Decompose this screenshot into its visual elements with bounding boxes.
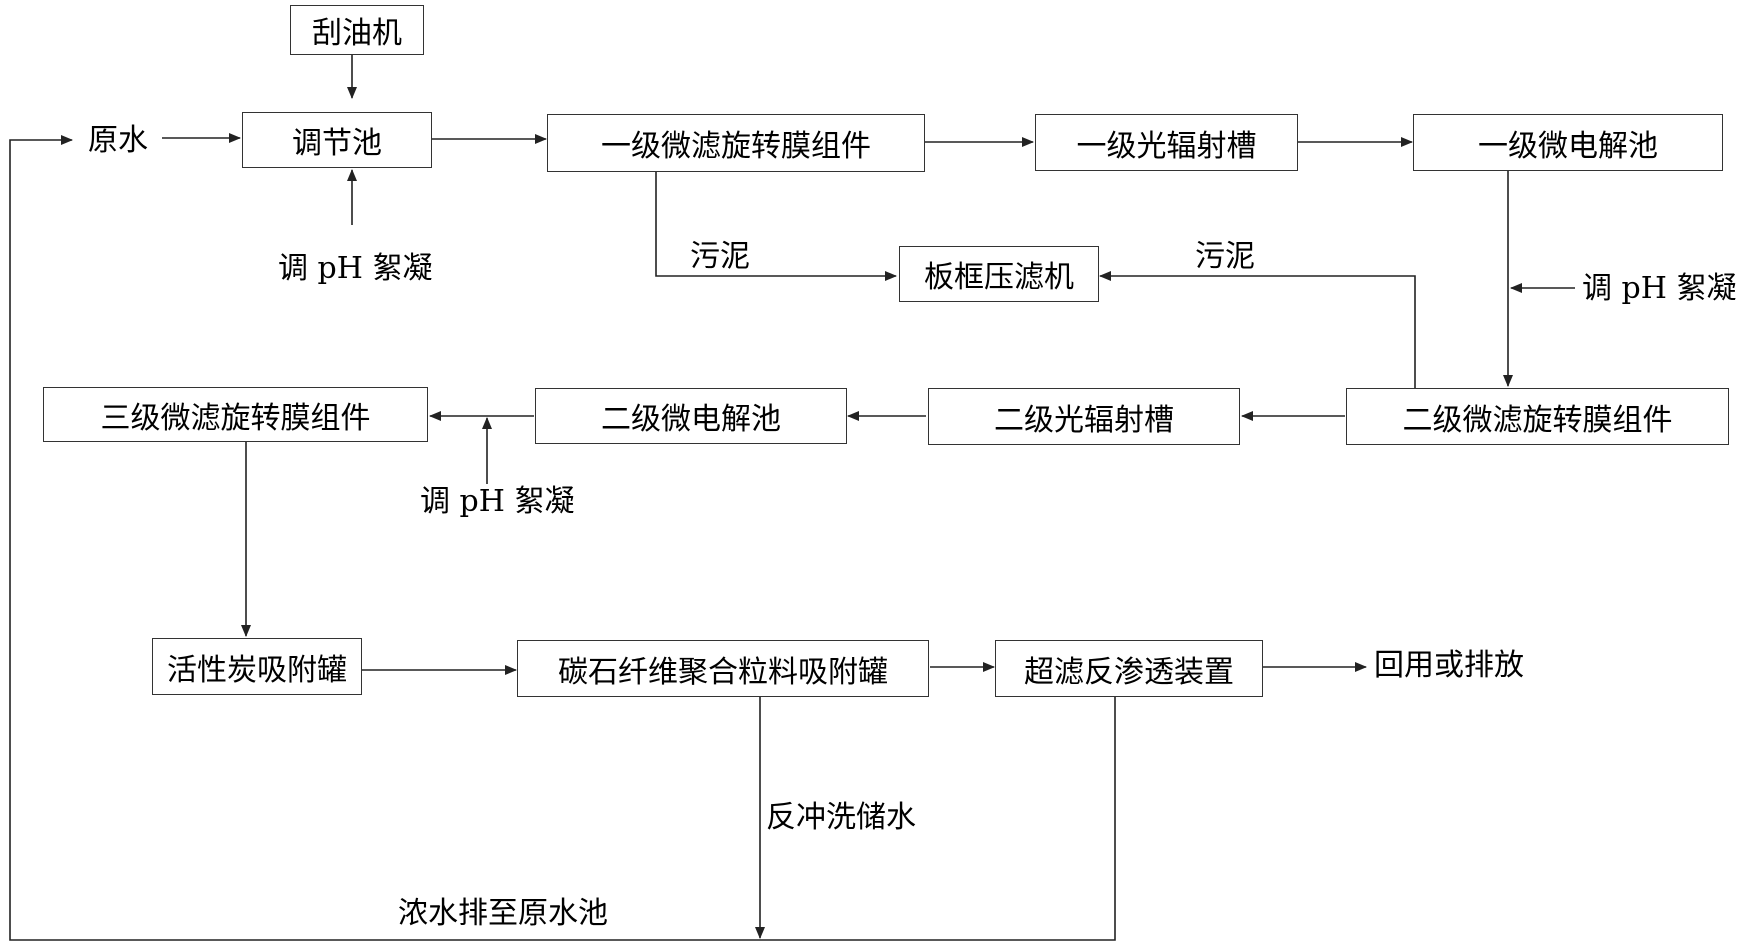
micro3-label: 三级微滤旋转膜组件 bbox=[100, 400, 371, 436]
micro2-label: 二级微滤旋转膜组件 bbox=[1402, 402, 1673, 438]
uf-ro-label: 超滤反渗透装置 bbox=[1024, 654, 1234, 690]
electro2-label: 二级微电解池 bbox=[601, 402, 781, 437]
photo1-box: 一级光辐射槽 bbox=[1035, 114, 1298, 171]
raw-water-label: 原水 bbox=[88, 123, 148, 158]
arrow-sludge-micro2-to-press bbox=[1099, 271, 1416, 388]
photo2-box: 二级光辐射槽 bbox=[928, 388, 1240, 445]
photo1-label: 一级光辐射槽 bbox=[1076, 128, 1257, 164]
reuse-label: 回用或排放 bbox=[1374, 648, 1524, 683]
micro3-box: 三级微滤旋转膜组件 bbox=[43, 387, 428, 442]
micro1-label: 一级微滤旋转膜组件 bbox=[601, 129, 871, 164]
filter-press-box: 板框压滤机 bbox=[899, 246, 1099, 302]
carbon-stone-label: 碳石纤维聚合粒料吸附罐 bbox=[558, 654, 888, 690]
regulating-tank-label: 调节池 bbox=[292, 126, 382, 161]
activated-carbon-label: 活性炭吸附罐 bbox=[167, 652, 347, 688]
filter-press-label: 板框压滤机 bbox=[924, 260, 1074, 295]
electro2-box: 二级微电解池 bbox=[535, 388, 847, 444]
arrow-concentrate-return bbox=[9, 135, 1116, 941]
electro1-label: 一级微电解池 bbox=[1478, 128, 1658, 164]
photo2-label: 二级光辐射槽 bbox=[994, 402, 1174, 438]
sludge-label-left: 污泥 bbox=[690, 239, 750, 274]
sludge-label-right: 污泥 bbox=[1195, 239, 1255, 274]
concentrate-label: 浓水排至原水池 bbox=[398, 896, 608, 931]
ph-floc-label-2: 调 pH 絮凝 bbox=[1582, 271, 1737, 306]
micro2-box: 二级微滤旋转膜组件 bbox=[1346, 388, 1729, 445]
carbon-stone-box: 碳石纤维聚合粒料吸附罐 bbox=[517, 640, 929, 697]
ph-floc-label-1: 调 pH 絮凝 bbox=[278, 251, 433, 286]
micro1-box: 一级微滤旋转膜组件 bbox=[547, 114, 925, 172]
arrow-sludge-micro1-to-press bbox=[655, 172, 897, 281]
uf-ro-box: 超滤反渗透装置 bbox=[995, 640, 1263, 697]
electro1-box: 一级微电解池 bbox=[1413, 114, 1723, 171]
activated-carbon-box: 活性炭吸附罐 bbox=[152, 638, 362, 695]
oil-skimmer-label: 刮油机 bbox=[312, 16, 402, 51]
ph-floc-label-3: 调 pH 絮凝 bbox=[420, 484, 575, 519]
backwash-label: 反冲洗储水 bbox=[766, 800, 916, 835]
regulating-tank-box: 调节池 bbox=[242, 112, 432, 168]
oil-skimmer-box: 刮油机 bbox=[290, 5, 424, 55]
